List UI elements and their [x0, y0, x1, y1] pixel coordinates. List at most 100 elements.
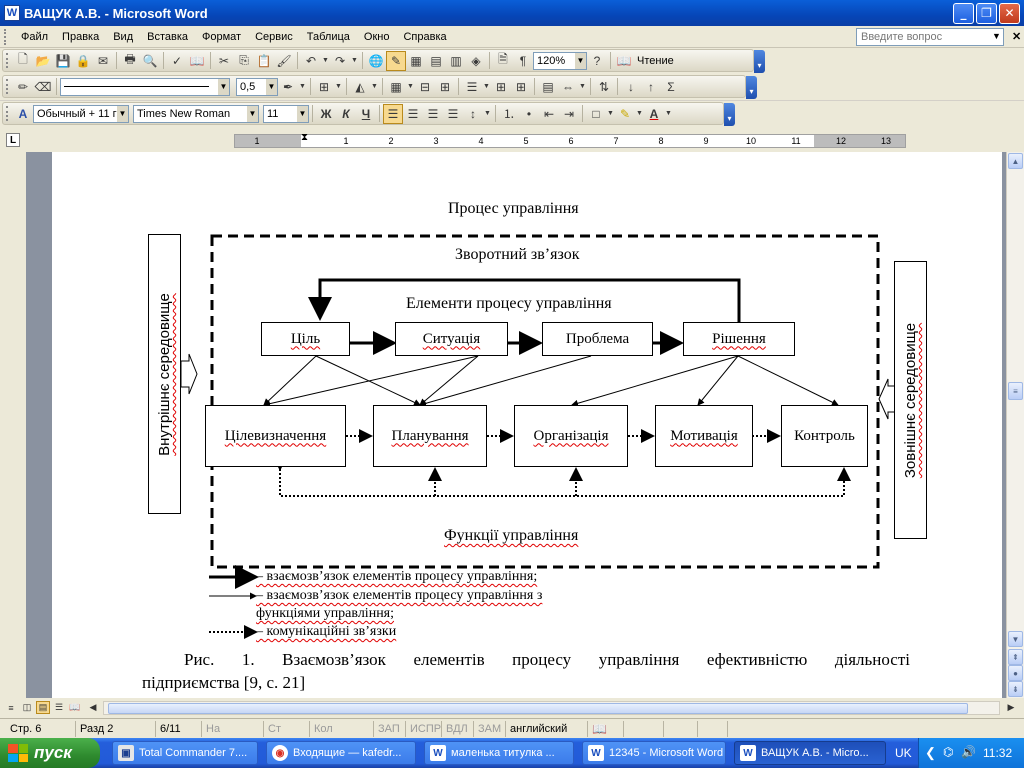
align-left-icon[interactable]: ☰ [383, 103, 403, 124]
zoom-select[interactable]: 120%▼ [533, 51, 587, 70]
font-select[interactable]: Times New Roman▼ [133, 104, 259, 123]
help-icon[interactable]: ? [593, 53, 601, 68]
email-icon[interactable]: ✉ [97, 53, 109, 68]
bullets-icon[interactable]: • [526, 106, 532, 121]
permission-icon[interactable]: 🔒 [75, 53, 91, 68]
split-cells-icon[interactable]: ⊞ [439, 79, 451, 94]
insert-table-dropdown-icon[interactable]: ▼ [407, 83, 414, 90]
new-document-icon[interactable]: 🗋 [18, 52, 28, 66]
spelling-icon[interactable]: ✓ [171, 53, 183, 68]
insert-excel-icon[interactable]: ▤ [430, 53, 442, 68]
spelling-status-icon[interactable]: 📖 [588, 721, 624, 737]
insert-table-icon[interactable]: ▦ [410, 53, 422, 68]
draw-table-icon[interactable]: ✏ [17, 79, 29, 94]
web-layout-icon[interactable]: ◫ [22, 702, 32, 712]
language-indicator[interactable]: UK [895, 746, 912, 760]
line-spacing-icon[interactable]: ↕ [470, 106, 476, 121]
toolbar-options-icon[interactable]: ▾ [746, 76, 757, 99]
open-folder-icon[interactable]: 📂 [35, 53, 51, 68]
read-button[interactable]: Чтение [637, 54, 674, 67]
show-hide-pilcrow-icon[interactable]: ¶ [519, 53, 527, 68]
autofit-icon[interactable]: ⇔ [562, 79, 574, 94]
border-color-dropdown-icon[interactable]: ▼ [299, 83, 306, 90]
status-ext[interactable]: ВДЛ [442, 721, 474, 737]
menu-insert[interactable]: Вставка [147, 30, 189, 43]
decrease-indent-icon[interactable]: ⇤ [543, 106, 555, 121]
document-page[interactable]: Процес управління Зворотний зв’язок Елем… [26, 152, 1006, 698]
sort-ascending-icon[interactable]: ↓ [628, 79, 634, 94]
line-weight-dropdown-icon[interactable]: ▼ [266, 78, 277, 95]
menu-help[interactable]: Справка [403, 30, 447, 43]
menu-format[interactable]: Формат [202, 30, 242, 43]
highlight-dropdown-icon[interactable]: ▼ [636, 110, 643, 117]
shading-dropdown-icon[interactable]: ▼ [371, 83, 378, 90]
styles-pane-icon[interactable]: A [18, 106, 28, 121]
italic-button[interactable]: К [342, 106, 350, 121]
border-color-icon[interactable]: ✒ [282, 79, 294, 94]
line-spacing-dropdown-icon[interactable]: ▼ [484, 110, 491, 117]
menu-edit[interactable]: Правка [62, 30, 100, 43]
status-rec[interactable]: ЗАП [374, 721, 406, 737]
cut-icon[interactable]: ✂ [218, 53, 230, 68]
network-icon[interactable]: ⌬ [943, 745, 954, 759]
horizontal-scroll-track[interactable] [103, 701, 1000, 715]
autosum-icon[interactable]: Σ [667, 79, 675, 94]
reading-layout-icon[interactable]: 📖 [69, 702, 81, 712]
status-trk[interactable]: ИСПР [406, 721, 442, 737]
ask-question-input[interactable]: Введите вопрос [856, 28, 1004, 46]
toolbar-grip[interactable] [6, 79, 10, 94]
document-map-icon[interactable]: 🗎 [498, 52, 508, 66]
task-chrome-inbox[interactable]: ◉Входящие — kafedr... [266, 741, 416, 765]
sort-descending-icon[interactable]: ↑ [648, 79, 654, 94]
next-page-icon[interactable]: ⇟ [1008, 681, 1023, 697]
menubar-grip[interactable] [4, 28, 10, 45]
tray-expand-icon[interactable]: ❮ [925, 745, 936, 760]
distribute-columns-icon[interactable]: ⊞ [515, 79, 527, 94]
increase-indent-icon[interactable]: ⇥ [563, 106, 575, 121]
toolbar-grip[interactable] [6, 53, 10, 68]
bold-button[interactable]: Ж [320, 106, 332, 121]
normal-view-icon[interactable]: ≡ [8, 702, 14, 713]
volume-icon[interactable]: 🔊 [961, 745, 976, 759]
toolbar-options-icon[interactable]: ▾ [724, 103, 735, 126]
toolbar-grip[interactable] [6, 106, 10, 121]
previous-page-icon[interactable]: ⇞ [1008, 649, 1023, 665]
word-app-icon[interactable]: W [4, 5, 20, 21]
redo-icon[interactable]: ↷ [334, 53, 346, 68]
outline-view-icon[interactable]: ☰ [54, 702, 64, 712]
align-cell-icon[interactable]: ☰ [466, 79, 478, 94]
align-center-icon[interactable]: ☰ [407, 106, 419, 121]
highlight-icon[interactable]: ✎ [619, 106, 631, 121]
font-color-dropdown-icon[interactable]: ▼ [665, 110, 672, 117]
undo-icon[interactable]: ↶ [305, 53, 317, 68]
menu-tools[interactable]: Сервис [255, 30, 293, 43]
font-size-select[interactable]: 11▼ [263, 104, 309, 123]
status-ovr[interactable]: ЗАМ [474, 721, 506, 737]
font-size-dropdown-icon[interactable]: ▼ [297, 105, 308, 122]
copy-icon[interactable]: ⎘ [239, 53, 249, 67]
task-total-commander[interactable]: ▣Total Commander 7.... [112, 741, 258, 765]
merge-cells-icon[interactable]: ⊟ [419, 79, 431, 94]
scroll-up-icon[interactable]: ▲ [1008, 153, 1023, 169]
clock[interactable]: 11:32 [983, 746, 1013, 760]
align-cell-dropdown-icon[interactable]: ▼ [483, 83, 490, 90]
print-preview-icon[interactable]: 🔍 [142, 53, 158, 68]
font-color-icon[interactable]: A [649, 106, 659, 121]
paste-icon[interactable]: 📋 [256, 53, 272, 68]
drawing-icon[interactable]: ◈ [471, 53, 481, 68]
eraser-icon[interactable]: ⌫ [34, 79, 52, 94]
tab-selector[interactable]: L [6, 133, 20, 147]
vertical-scrollbar[interactable]: ▲ ≡ ▼ ⇞ ● ⇟ [1006, 152, 1024, 698]
borders-icon[interactable]: ⊞ [318, 79, 330, 94]
insert-table-grid-icon[interactable]: ▦ [390, 79, 402, 94]
drawing-toolbar-icon[interactable]: ✎ [386, 50, 406, 71]
indent-marker-icon[interactable]: ⧗ [301, 132, 309, 143]
outside-border-dropdown-icon[interactable]: ▼ [607, 110, 614, 117]
underline-button[interactable]: Ч [361, 106, 371, 121]
table-autoformat-icon[interactable]: ▤ [542, 79, 554, 94]
scroll-down-icon[interactable]: ▼ [1008, 631, 1023, 647]
style-select[interactable]: Обычный + 11 г▼ [33, 104, 129, 123]
